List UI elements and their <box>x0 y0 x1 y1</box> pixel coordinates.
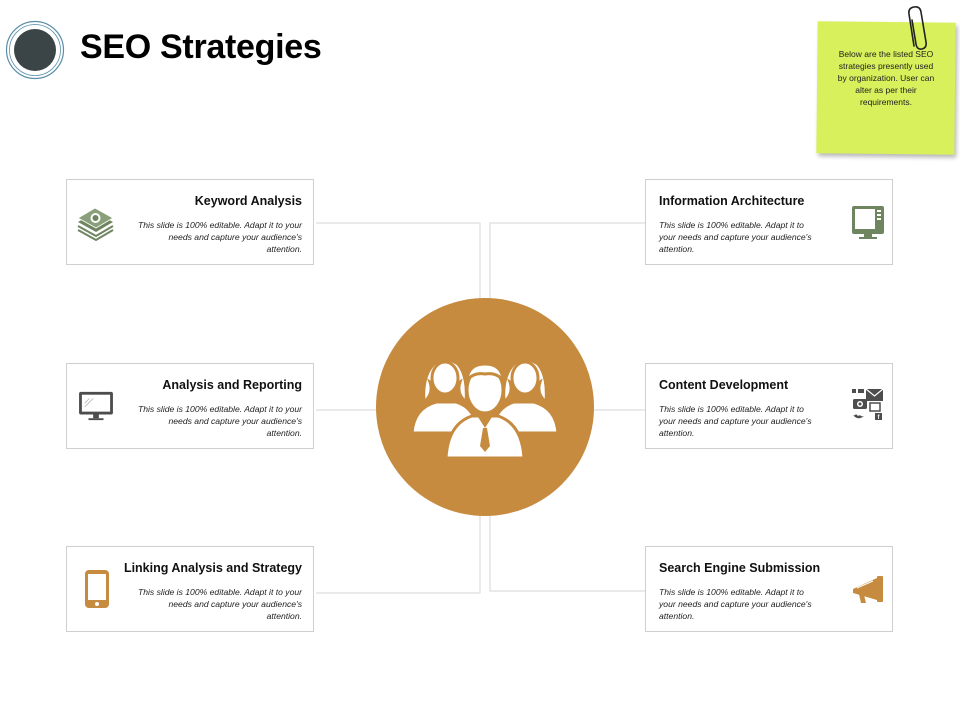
card-keyword-analysis: Keyword Analysis This slide is 100% edit… <box>66 179 314 265</box>
card-search-engine-submission: Search Engine Submission This slide is 1… <box>645 546 893 632</box>
card-description: This slide is 100% editable. Adapt it to… <box>659 220 812 254</box>
card-content-development: Content Development This slide is 100% e… <box>645 363 893 449</box>
sticky-note-text: Below are the listed SEO strategies pres… <box>837 49 935 107</box>
card-description: This slide is 100% editable. Adapt it to… <box>659 404 812 438</box>
svg-text:f: f <box>878 415 881 421</box>
card-title: Search Engine Submission <box>659 561 821 575</box>
paperclip-icon <box>908 6 927 50</box>
card-linking-analysis-and-strategy: Linking Analysis and Strategy This slide… <box>66 546 314 632</box>
logo-icon <box>5 20 65 80</box>
card-title: Analysis and Reporting <box>162 378 302 392</box>
card-title: Content Development <box>659 378 789 392</box>
team-hub-icon <box>376 298 594 516</box>
card-information-architecture: Information Architecture This slide is 1… <box>645 179 893 265</box>
computer-icon <box>852 206 884 239</box>
money-stack-icon <box>77 207 114 242</box>
card-description: This slide is 100% editable. Adapt it to… <box>137 404 302 438</box>
megaphone-icon <box>853 576 883 603</box>
card-title: Linking Analysis and Strategy <box>123 561 302 575</box>
card-analysis-and-reporting: Analysis and Reporting This slide is 100… <box>66 363 314 449</box>
smartphone-icon <box>85 570 109 608</box>
card-description: This slide is 100% editable. Adapt it to… <box>137 220 302 254</box>
sticky-note: Below are the listed SEO strategies pres… <box>816 6 956 155</box>
card-description: This slide is 100% editable. Adapt it to… <box>137 587 302 621</box>
social-media-icon: f <box>852 388 884 421</box>
monitor-icon <box>79 391 113 421</box>
card-title: Information Architecture <box>659 194 805 208</box>
page-title: SEO Strategies <box>80 28 322 66</box>
card-description: This slide is 100% editable. Adapt it to… <box>659 587 812 621</box>
card-title: Keyword Analysis <box>194 194 302 208</box>
